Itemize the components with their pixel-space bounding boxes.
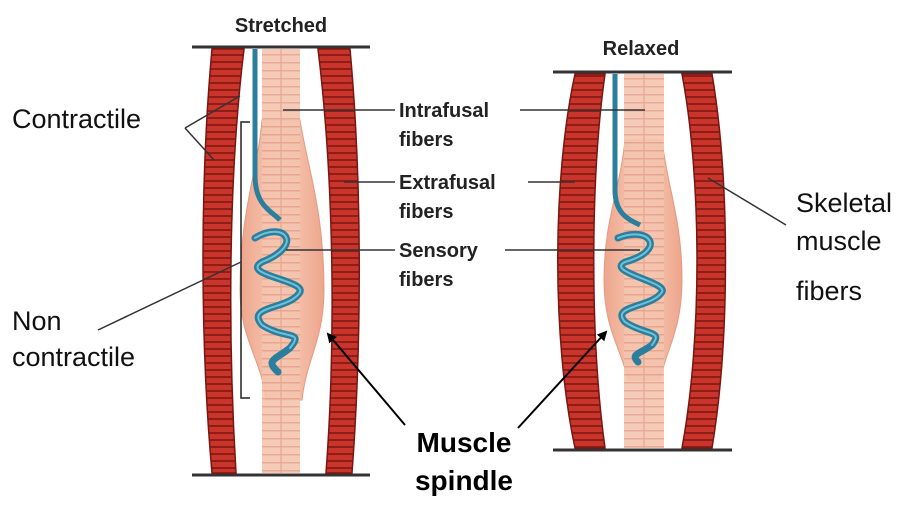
intrafusal-line1: Intrafusal	[399, 100, 489, 122]
sensory-line2: fibers	[399, 269, 453, 291]
non-contractile-line2: contractile	[12, 342, 135, 372]
extrafusal-line2: fibers	[399, 201, 453, 223]
skeletal-line2: muscle	[796, 226, 882, 256]
contractile-label: Contractile	[12, 104, 141, 134]
intrafusal-line2: fibers	[399, 129, 453, 151]
relaxed-muscle-group	[553, 72, 732, 450]
skeletal-line1: Skeletal	[796, 188, 892, 218]
stretched-muscle-group	[192, 47, 370, 475]
non-contractile-line1: Non	[12, 306, 62, 336]
relaxed-extrafusal-right	[682, 74, 726, 448]
stretched-extrafusal-right	[318, 49, 359, 473]
muscle-spindle-line1: Muscle	[417, 427, 512, 458]
relaxed-title: Relaxed	[603, 38, 680, 60]
extrafusal-line1: Extrafusal	[399, 172, 496, 194]
skeletal-line3: fibers	[796, 276, 862, 306]
stretched-extrafusal-left	[203, 49, 244, 473]
muscle-spindle-line2: spindle	[415, 465, 513, 496]
sensory-line1: Sensory	[399, 240, 479, 262]
stretched-title: Stretched	[235, 15, 327, 37]
relaxed-extrafusal-left	[558, 74, 605, 448]
